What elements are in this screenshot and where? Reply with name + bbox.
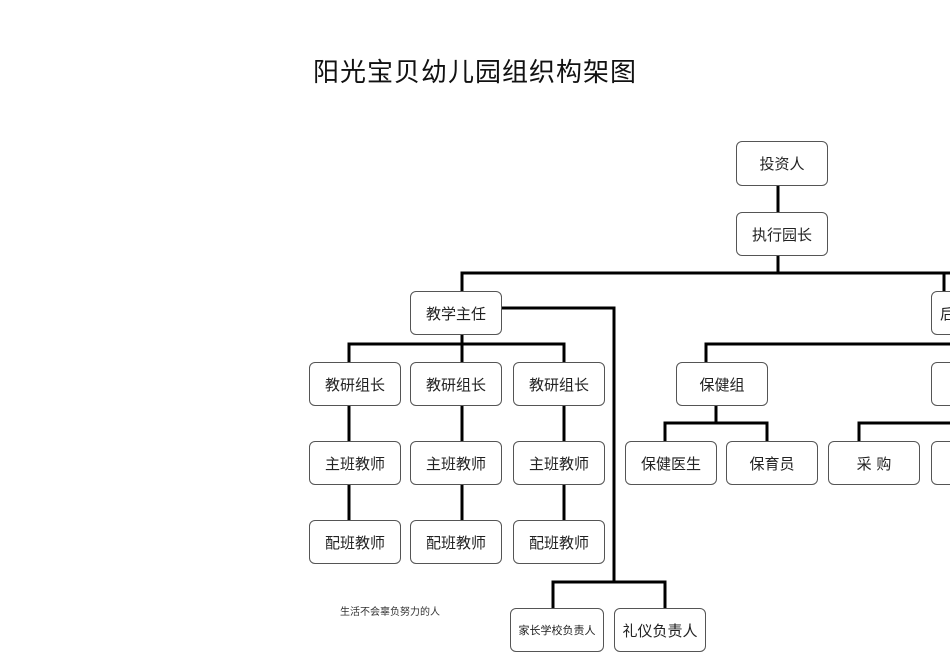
executive-principal-node: 执行园长 (736, 212, 828, 256)
etiquette-lead-node: 礼仪负责人 (614, 608, 706, 652)
teaching-director-node: 教学主任 (410, 291, 502, 335)
page-title: 阳光宝贝幼儿园组织构架图 (312, 58, 637, 88)
nursery-staff-node: 保育员 (726, 441, 818, 485)
health-doctor-node: 保健医生 (625, 441, 717, 485)
investor-node: 投资人 (736, 141, 828, 186)
head-teacher-node-2: 主班教师 (410, 441, 502, 485)
parent-school-lead-node: 家长学校负责人 (510, 608, 604, 652)
research-leader-node-2: 教研组长 (410, 362, 502, 406)
purchasing-node: 采 购 (828, 441, 920, 485)
logistics-sub-node-partial (931, 362, 950, 406)
head-teacher-node-1: 主班教师 (309, 441, 401, 485)
assistant-teacher-node-3: 配班教师 (513, 520, 605, 564)
head-teacher-node-3: 主班教师 (513, 441, 605, 485)
research-leader-node-3: 教研组长 (513, 362, 605, 406)
logistics-node-partial: 后 (931, 291, 950, 335)
assistant-teacher-node-2: 配班教师 (410, 520, 502, 564)
extra-node-partial (931, 441, 950, 485)
research-leader-node-1: 教研组长 (309, 362, 401, 406)
motto-text: 生活不会辜负努力的人 (340, 607, 440, 618)
assistant-teacher-node-1: 配班教师 (309, 520, 401, 564)
health-group-node: 保健组 (676, 362, 768, 406)
